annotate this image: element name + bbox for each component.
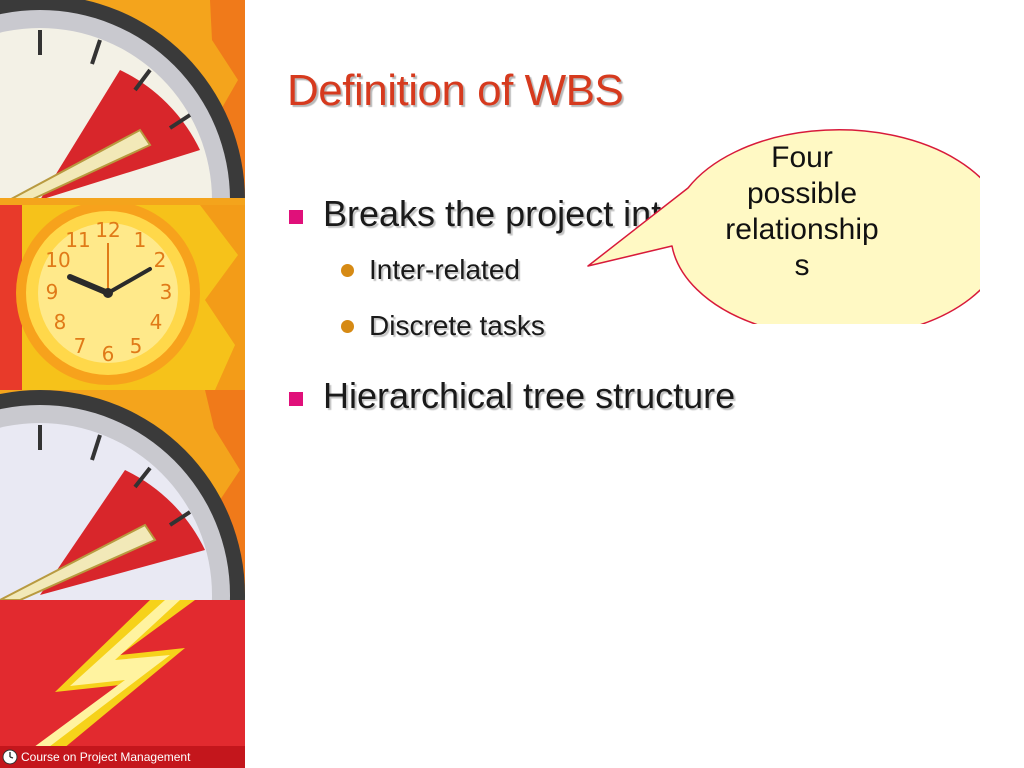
speedometer-image-bottom: [0, 390, 245, 600]
svg-text:2: 2: [154, 248, 167, 272]
callout-line: relationship: [725, 213, 879, 246]
clock-icon: [2, 749, 18, 765]
footer-text: Course on Project Management: [21, 750, 191, 764]
svg-text:3: 3: [160, 280, 173, 304]
clock-image: 12 1 2 3 4 5 6 7 8 9 10 11: [0, 205, 245, 390]
pink-square-bullet-icon: [289, 392, 303, 406]
svg-text:5: 5: [130, 334, 143, 358]
callout-line: s: [794, 249, 810, 282]
bullet-list: Breaks the project into Inter-related Di…: [287, 190, 735, 420]
svg-text:9: 9: [46, 280, 59, 304]
orange-dot-bullet-icon: [341, 264, 354, 277]
svg-text:12: 12: [95, 218, 120, 242]
bullet-text: Breaks the project into: [323, 193, 682, 234]
sub-bullet-item: Inter-related: [287, 250, 735, 290]
svg-text:11: 11: [65, 228, 90, 252]
callout-bubble: [587, 129, 980, 324]
bullet-text: Hierarchical tree structure: [323, 375, 736, 416]
svg-text:10: 10: [45, 248, 70, 272]
svg-text:4: 4: [150, 310, 163, 334]
sub-bullet-item: Discrete tasks: [287, 306, 735, 346]
bullet-item: Hierarchical tree structure: [287, 372, 735, 420]
pink-square-bullet-icon: [289, 210, 303, 224]
callout-line: possible: [746, 177, 858, 210]
orange-dot-bullet-icon: [341, 320, 354, 333]
svg-text:1: 1: [134, 228, 147, 252]
svg-text:8: 8: [54, 310, 67, 334]
sub-bullet-text: Discrete tasks: [369, 310, 545, 341]
slide-footer: Course on Project Management: [0, 746, 245, 768]
sub-bullet-text: Inter-related: [369, 254, 520, 285]
svg-text:6: 6: [102, 342, 115, 366]
speedometer-image-top: [0, 0, 245, 205]
callout-line: Four: [771, 141, 833, 174]
lightning-image: [0, 600, 245, 768]
bullet-item: Breaks the project into: [287, 190, 735, 238]
callout-text: Four possible relationship s: [692, 140, 912, 284]
decorative-side-strip: 12 1 2 3 4 5 6 7 8 9 10 11: [0, 0, 245, 768]
svg-text:7: 7: [74, 334, 87, 358]
slide-title: Definition of WBS: [287, 66, 624, 115]
